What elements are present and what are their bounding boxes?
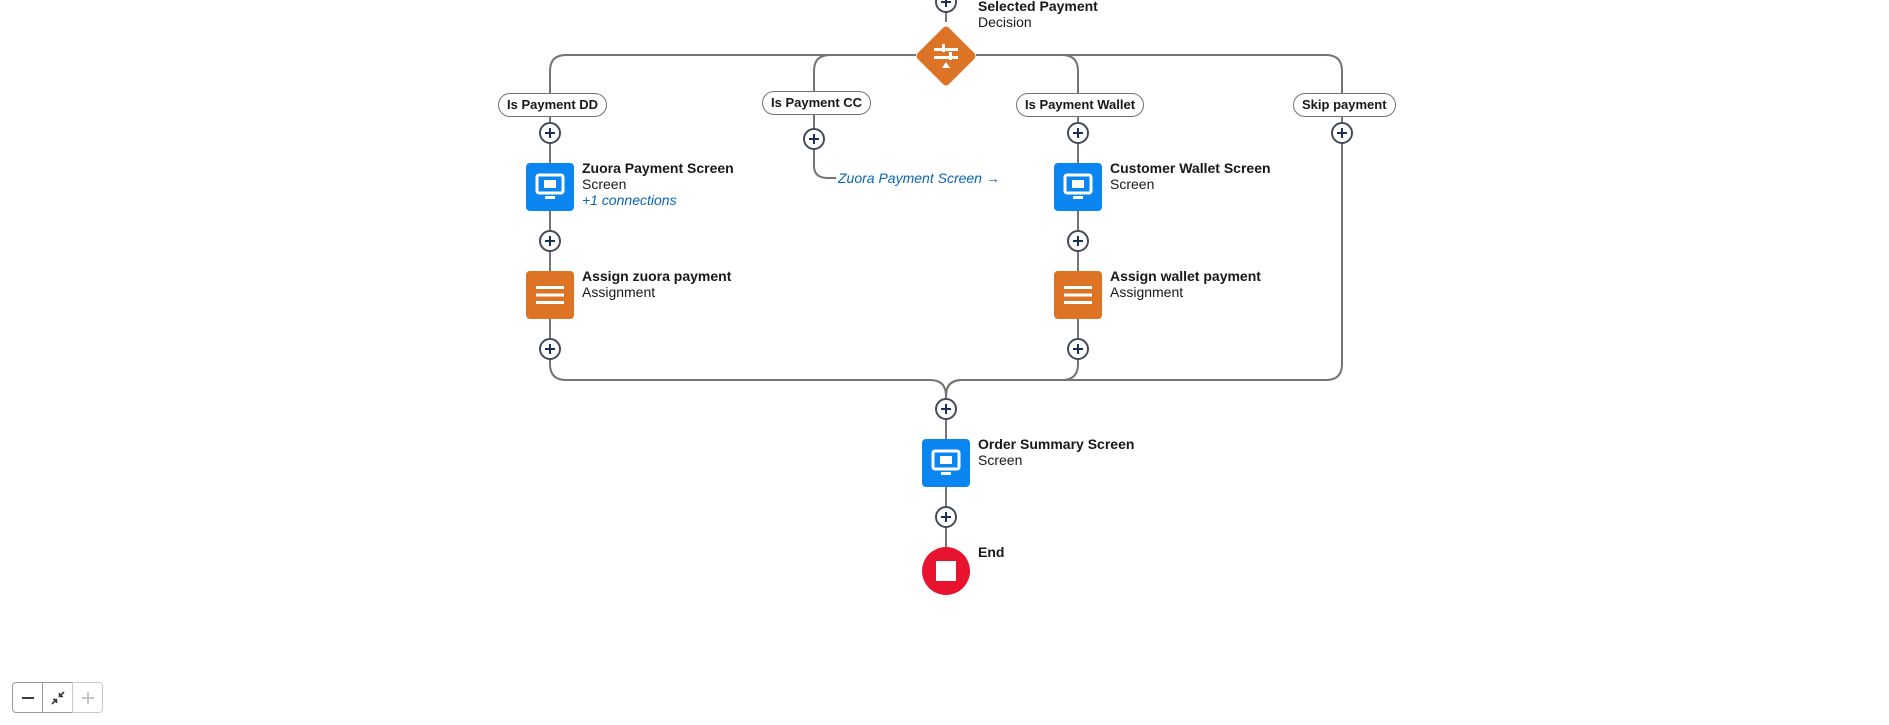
screen-node-customer-wallet[interactable] <box>1054 163 1102 211</box>
add-element-button[interactable] <box>539 122 561 144</box>
connections-link[interactable]: +1 connections <box>582 192 677 208</box>
zoom-controls <box>12 682 103 713</box>
zuora-screen-type: Screen <box>582 176 627 192</box>
goto-zuora-payment-screen-link[interactable]: Zuora Payment Screen → <box>838 170 1000 186</box>
assign-zuora-type: Assignment <box>582 284 656 300</box>
add-element-button[interactable] <box>803 128 825 150</box>
wallet-screen-type: Screen <box>1110 176 1155 192</box>
connector-branch-dd <box>549 54 916 93</box>
connector-branch-wallet <box>976 54 1079 93</box>
assign-zuora-title: Assign zuora payment <box>582 268 732 284</box>
add-element-button[interactable] <box>539 338 561 360</box>
end-node[interactable] <box>922 547 970 595</box>
add-element-button[interactable] <box>1331 122 1353 144</box>
decision-label: Selected Payment Decision <box>978 0 1098 30</box>
assign-zuora-label: Assign zuora payment Assignment <box>582 268 731 300</box>
wallet-screen-title: Customer Wallet Screen <box>1110 160 1271 176</box>
decision-icon <box>916 26 976 86</box>
summary-screen-title: Order Summary Screen <box>978 436 1135 452</box>
connector-branch-cc <box>813 54 916 93</box>
assignment-node-wallet-payment[interactable] <box>1054 271 1102 319</box>
collapse-arrows-icon <box>50 690 65 705</box>
decision-type: Decision <box>978 14 1032 30</box>
outcome-payment-wallet[interactable]: Is Payment Wallet <box>1016 93 1145 117</box>
zoom-in-button[interactable] <box>72 682 103 713</box>
assign-wallet-title: Assign wallet payment <box>1110 268 1261 284</box>
add-element-button[interactable] <box>935 0 957 13</box>
fit-view-button[interactable] <box>42 682 73 713</box>
outcome-payment-dd[interactable]: Is Payment DD <box>498 93 608 117</box>
screen-icon <box>1063 173 1093 199</box>
connector-branch-skip <box>976 54 1343 93</box>
zuora-screen-label: Zuora Payment Screen Screen +1 connectio… <box>582 160 734 208</box>
outcome-payment-cc[interactable]: Is Payment CC <box>762 91 872 115</box>
connector-cc-goto <box>813 115 836 179</box>
screen-node-order-summary[interactable] <box>922 439 970 487</box>
wallet-screen-label: Customer Wallet Screen Screen <box>1110 160 1271 192</box>
end-label: End <box>978 544 1004 560</box>
assignment-node-zuora-payment[interactable] <box>526 271 574 319</box>
add-element-button[interactable] <box>539 230 561 252</box>
screen-icon <box>931 449 961 475</box>
screen-icon <box>535 173 565 199</box>
summary-screen-type: Screen <box>978 452 1023 468</box>
add-element-button[interactable] <box>935 398 957 420</box>
assign-wallet-type: Assignment <box>1110 284 1184 300</box>
connector-skip-vertical <box>945 117 1343 397</box>
minus-icon <box>21 696 34 699</box>
assignment-icon <box>1064 286 1092 304</box>
outcome-skip-payment[interactable]: Skip payment <box>1293 93 1396 117</box>
add-element-button[interactable] <box>1067 338 1089 360</box>
end-title: End <box>978 544 1005 560</box>
decision-node[interactable] <box>912 22 980 90</box>
add-element-button[interactable] <box>1067 122 1089 144</box>
summary-screen-label: Order Summary Screen Screen <box>978 436 1134 468</box>
decision-title: Selected Payment <box>978 0 1098 14</box>
add-element-button[interactable] <box>1067 230 1089 252</box>
zuora-screen-title: Zuora Payment Screen <box>582 160 734 176</box>
assignment-icon <box>536 286 564 304</box>
connector-dd-vertical <box>549 117 947 397</box>
assign-wallet-label: Assign wallet payment Assignment <box>1110 268 1261 300</box>
zoom-out-button[interactable] <box>12 682 43 713</box>
screen-node-zuora-payment[interactable] <box>526 163 574 211</box>
add-element-button[interactable] <box>935 506 957 528</box>
connector-wallet-vertical <box>945 117 1079 397</box>
stop-icon <box>936 561 956 581</box>
plus-icon <box>81 691 94 704</box>
